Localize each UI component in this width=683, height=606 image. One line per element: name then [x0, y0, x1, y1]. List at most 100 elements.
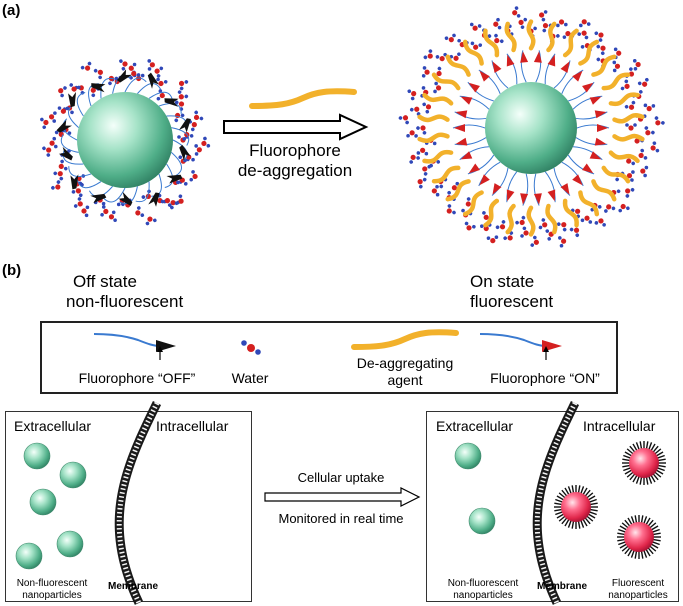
- deaggregating-agent: [505, 203, 516, 235]
- water-molecule-icon: [81, 205, 90, 218]
- linker-chain: [76, 91, 86, 117]
- fluorophore-on-icon: [520, 51, 529, 63]
- water-molecule-icon: [58, 159, 68, 171]
- deaggregating-agent: [562, 28, 579, 58]
- water-molecule-icon: [80, 61, 92, 71]
- linker-chain: [137, 83, 162, 94]
- arrow-caption: Fluorophore de-aggregation: [220, 141, 370, 181]
- fluorophore-on-icon: [589, 151, 602, 160]
- water-molecule-icon: [624, 100, 636, 110]
- fluorophore-off-icon: [93, 333, 176, 360]
- water-molecule-icon: [557, 222, 567, 232]
- fluorophore-on-icon: [572, 70, 583, 82]
- water-molecule-icon: [135, 206, 145, 217]
- fluorophore-on-icon: [454, 124, 465, 132]
- right-nanoparticles: [454, 441, 666, 559]
- water-molecule-icon: [604, 204, 616, 213]
- water-molecule-icon: [620, 79, 630, 91]
- deaggregating-agent: [445, 54, 471, 77]
- deaggregating-agent: [526, 205, 536, 237]
- fluorophore-on-icon: [460, 151, 473, 160]
- linker-chain: [171, 152, 182, 177]
- linker-chain: [572, 95, 603, 110]
- linker-chain: [459, 95, 490, 110]
- linker-chain: [522, 173, 529, 206]
- deaggregating-agent: [601, 72, 631, 91]
- linker-chain: [567, 154, 595, 175]
- fluorophore-on-icon: [560, 183, 570, 195]
- deaggregating-agent: [612, 113, 645, 124]
- fluorophore-off-icon: [56, 119, 73, 133]
- linker-chain: [506, 171, 518, 203]
- deaggregating-agent-icon: [249, 88, 357, 109]
- water-molecule-icon: [71, 188, 83, 198]
- deaggregating-agent: [483, 28, 500, 58]
- uptake-arrow-icon: [264, 487, 421, 507]
- deaggregating-agent: [417, 114, 450, 123]
- left-nanoparticles: [15, 442, 87, 570]
- water-molecule-icon: [48, 111, 57, 123]
- water-molecule-icon: [520, 226, 529, 238]
- water-molecule-icon: [193, 110, 204, 121]
- water-molecule-icon: [643, 103, 656, 112]
- water-molecule-icon: [422, 102, 432, 114]
- linker-chain: [575, 137, 608, 146]
- water-molecule-icon: [650, 141, 660, 153]
- deaggregating-agent: [431, 165, 461, 184]
- deaggregating-agent: [431, 72, 461, 91]
- left-nanoparticles-label: Non-fluorescent nanoparticles: [0, 578, 104, 602]
- fluorophore-off-icon: [90, 193, 107, 204]
- water-molecule-icon: [594, 31, 604, 42]
- water-molecule-icon: [174, 194, 184, 206]
- deaggregating-agent: [504, 21, 517, 53]
- fluorescent-nanoparticle: [622, 441, 666, 485]
- linker-chain: [467, 81, 494, 102]
- linker-chain: [544, 171, 556, 203]
- water-molecule-icon: [57, 106, 70, 114]
- water-molecule-icon: [638, 148, 648, 160]
- right-intracellular-label: Intracellular: [583, 418, 656, 434]
- linker-chain: [506, 53, 518, 85]
- water-molecule-icon: [640, 165, 649, 178]
- water-molecule-icon: [644, 126, 655, 136]
- water-molecule-icon: [444, 33, 456, 43]
- fluorophore-off-icon: [147, 72, 159, 89]
- deaggregating-agent: [462, 190, 484, 217]
- arrow-caption-line1: Fluorophore: [249, 141, 341, 160]
- fluorophore-on-icon: [520, 193, 529, 205]
- water-molecule-icon: [435, 52, 447, 62]
- linker-chain: [467, 154, 495, 175]
- fluorophore-on-icon: [597, 124, 608, 132]
- water-molecule-icon: [580, 215, 593, 224]
- linker-chain: [100, 77, 115, 99]
- water-molecule-icon: [51, 180, 61, 190]
- fluorophore-off-icon: [148, 192, 160, 207]
- fluorophore-off-icon: [166, 174, 183, 184]
- water-molecule-icon: [201, 136, 211, 148]
- water-molecule-icon: [421, 66, 430, 78]
- linker-chain: [68, 166, 92, 177]
- fluorophore-off-icon: [58, 146, 73, 161]
- water-molecule-icon: [470, 41, 483, 50]
- linker-chain: [553, 60, 571, 89]
- water-molecule-icon: [626, 170, 635, 182]
- nanoparticle: [56, 530, 84, 558]
- water-molecule-icon: [145, 216, 157, 226]
- water-molecule-icon: [539, 10, 548, 22]
- linker-chain: [135, 181, 150, 203]
- linker-chain: [124, 77, 147, 93]
- water-molecule-icon: [569, 227, 580, 237]
- water-molecule-icon: [495, 220, 506, 230]
- linker-chain: [561, 161, 584, 187]
- linker-chain: [478, 161, 501, 187]
- deaggregating-agent-legend-icon: [351, 329, 459, 350]
- fluorophore-off-icon: [164, 98, 179, 107]
- water-molecule-icon: [416, 147, 429, 156]
- arrow-caption-line2: de-aggregation: [237, 161, 353, 180]
- water-molecule-icon: [654, 116, 665, 126]
- right-nonfluor-line1: Non-fluorescent: [447, 578, 519, 589]
- fluorophore-on-icon: [533, 51, 542, 63]
- fluorophore-on-icon: [589, 96, 602, 105]
- water-molecule-icon: [73, 197, 83, 208]
- deaggregating-agent: [601, 165, 631, 184]
